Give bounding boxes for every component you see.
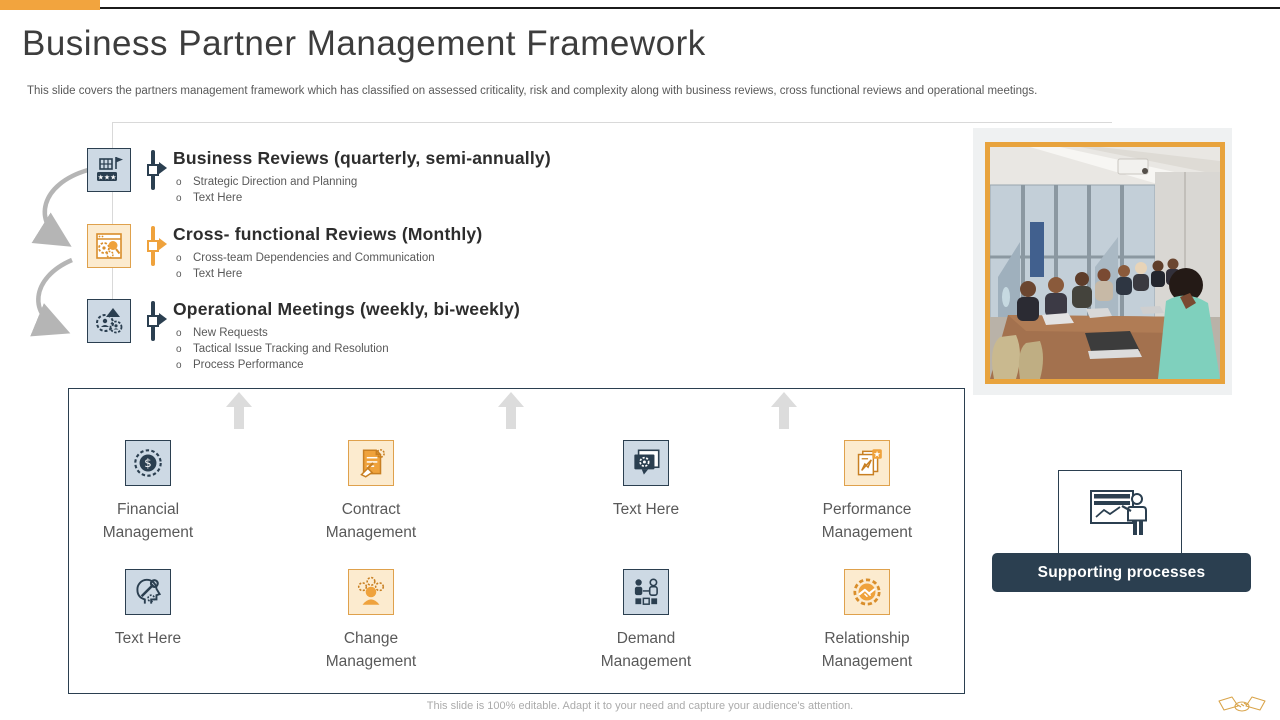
section-heading: Operational Meetings (weekly, bi-weekly) <box>173 299 521 319</box>
curved-flow-arrows <box>30 167 89 337</box>
svg-text:$: $ <box>144 456 151 470</box>
head-wrench-icon <box>125 569 171 615</box>
photo-panel <box>973 128 1232 395</box>
section-heading: Business Reviews (quarterly, semi-annual… <box>173 148 551 168</box>
supporting-processes-button: Supporting processes <box>992 553 1251 592</box>
bullet-item: Tactical Issue Tracking and Resolution <box>173 341 520 358</box>
bullet-item: Cross-team Dependencies and Communicatio… <box>173 250 482 267</box>
person-gears-icon <box>348 569 394 615</box>
team-gears-icon <box>87 299 131 343</box>
grid-item-relationship-management: Relationship Management <box>782 569 952 673</box>
slider-marker <box>143 299 167 343</box>
section-business-reviews: ★★★ Business Reviews (quarterly, semi-an… <box>87 148 551 207</box>
up-arrow-icon <box>498 392 524 430</box>
bullet-item: Process Performance <box>173 357 520 374</box>
supporting-processes-container <box>68 388 965 694</box>
accent-bar <box>0 0 100 10</box>
svg-text:★★★: ★★★ <box>98 174 117 182</box>
section-cross-functional-reviews: Cross- functional Reviews (Monthly) Cros… <box>87 224 483 283</box>
performance-report-icon: ★ <box>844 440 890 486</box>
slider-marker <box>143 224 167 268</box>
grid-item-label: Financial Management <box>102 501 194 541</box>
page-title: Business Partner Management Framework <box>22 24 706 63</box>
grid-item-label: Performance Management <box>821 501 913 541</box>
handshake-gear-icon <box>844 569 890 615</box>
section-heading: Cross- functional Reviews (Monthly) <box>173 224 483 244</box>
grid-item-demand-management: Demand Management <box>561 569 731 673</box>
meeting-photo <box>985 142 1225 384</box>
section-operational-meetings: Operational Meetings (weekly, bi-weekly)… <box>87 299 521 374</box>
bullet-item: Text Here <box>173 190 551 207</box>
bullet-item: Strategic Direction and Planning <box>173 174 551 191</box>
timeline-vertical-line <box>112 122 113 325</box>
grid-item-text-here: Text Here <box>561 440 731 521</box>
up-arrow-icon <box>771 392 797 430</box>
footer-note: This slide is 100% editable. Adapt it to… <box>426 700 854 712</box>
demand-people-icon <box>623 569 669 615</box>
gears-window-icon <box>87 224 131 268</box>
handshake-logo-icon <box>1218 696 1266 712</box>
bullet-item: New Requests <box>173 325 520 342</box>
up-arrow-icon <box>226 392 252 430</box>
grid-item-change-management: Change Management <box>286 569 456 673</box>
slider-marker <box>143 148 167 192</box>
grid-item-label: Relationship Management <box>821 630 913 670</box>
grid-item-performance-management: ★ Performance Management <box>782 440 952 544</box>
grid-item-contract-management: Contract Management <box>286 440 456 544</box>
grid-item-label: Contract Management <box>325 501 417 541</box>
svg-text:★: ★ <box>873 449 881 459</box>
control-panel-icon: ★★★ <box>87 148 131 192</box>
page-subtitle: This slide covers the partners managemen… <box>27 85 1038 97</box>
grid-item-label: Text Here <box>114 630 182 647</box>
timeline-horizontal-line <box>112 122 1112 123</box>
contract-document-icon <box>348 440 394 486</box>
bullet-item: Text Here <box>173 266 482 283</box>
screen-gear-bubble-icon <box>623 440 669 486</box>
grid-item-label: Demand Management <box>600 630 692 670</box>
grid-item-label: Change Management <box>325 630 417 670</box>
top-rule <box>0 7 1280 9</box>
grid-item-label: Text Here <box>612 501 680 518</box>
presenter-board-icon <box>1090 490 1147 535</box>
grid-item-text-here: Text Here <box>63 569 233 650</box>
financial-badge-icon: $ <box>125 440 171 486</box>
grid-item-financial-management: $ Financial Management <box>63 440 233 544</box>
supporting-processes-box <box>1058 470 1182 558</box>
